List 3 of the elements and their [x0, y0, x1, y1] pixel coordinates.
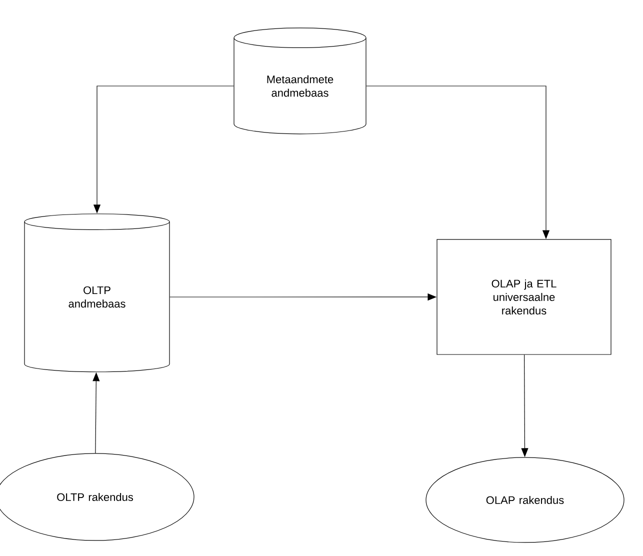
- database-cylinder: Metaandmete andmebaas: [234, 28, 366, 134]
- database-cylinder: OLTP andmebaas: [24, 214, 170, 372]
- process-box: OLAP ja ETL universaalne rakendus: [436, 239, 612, 355]
